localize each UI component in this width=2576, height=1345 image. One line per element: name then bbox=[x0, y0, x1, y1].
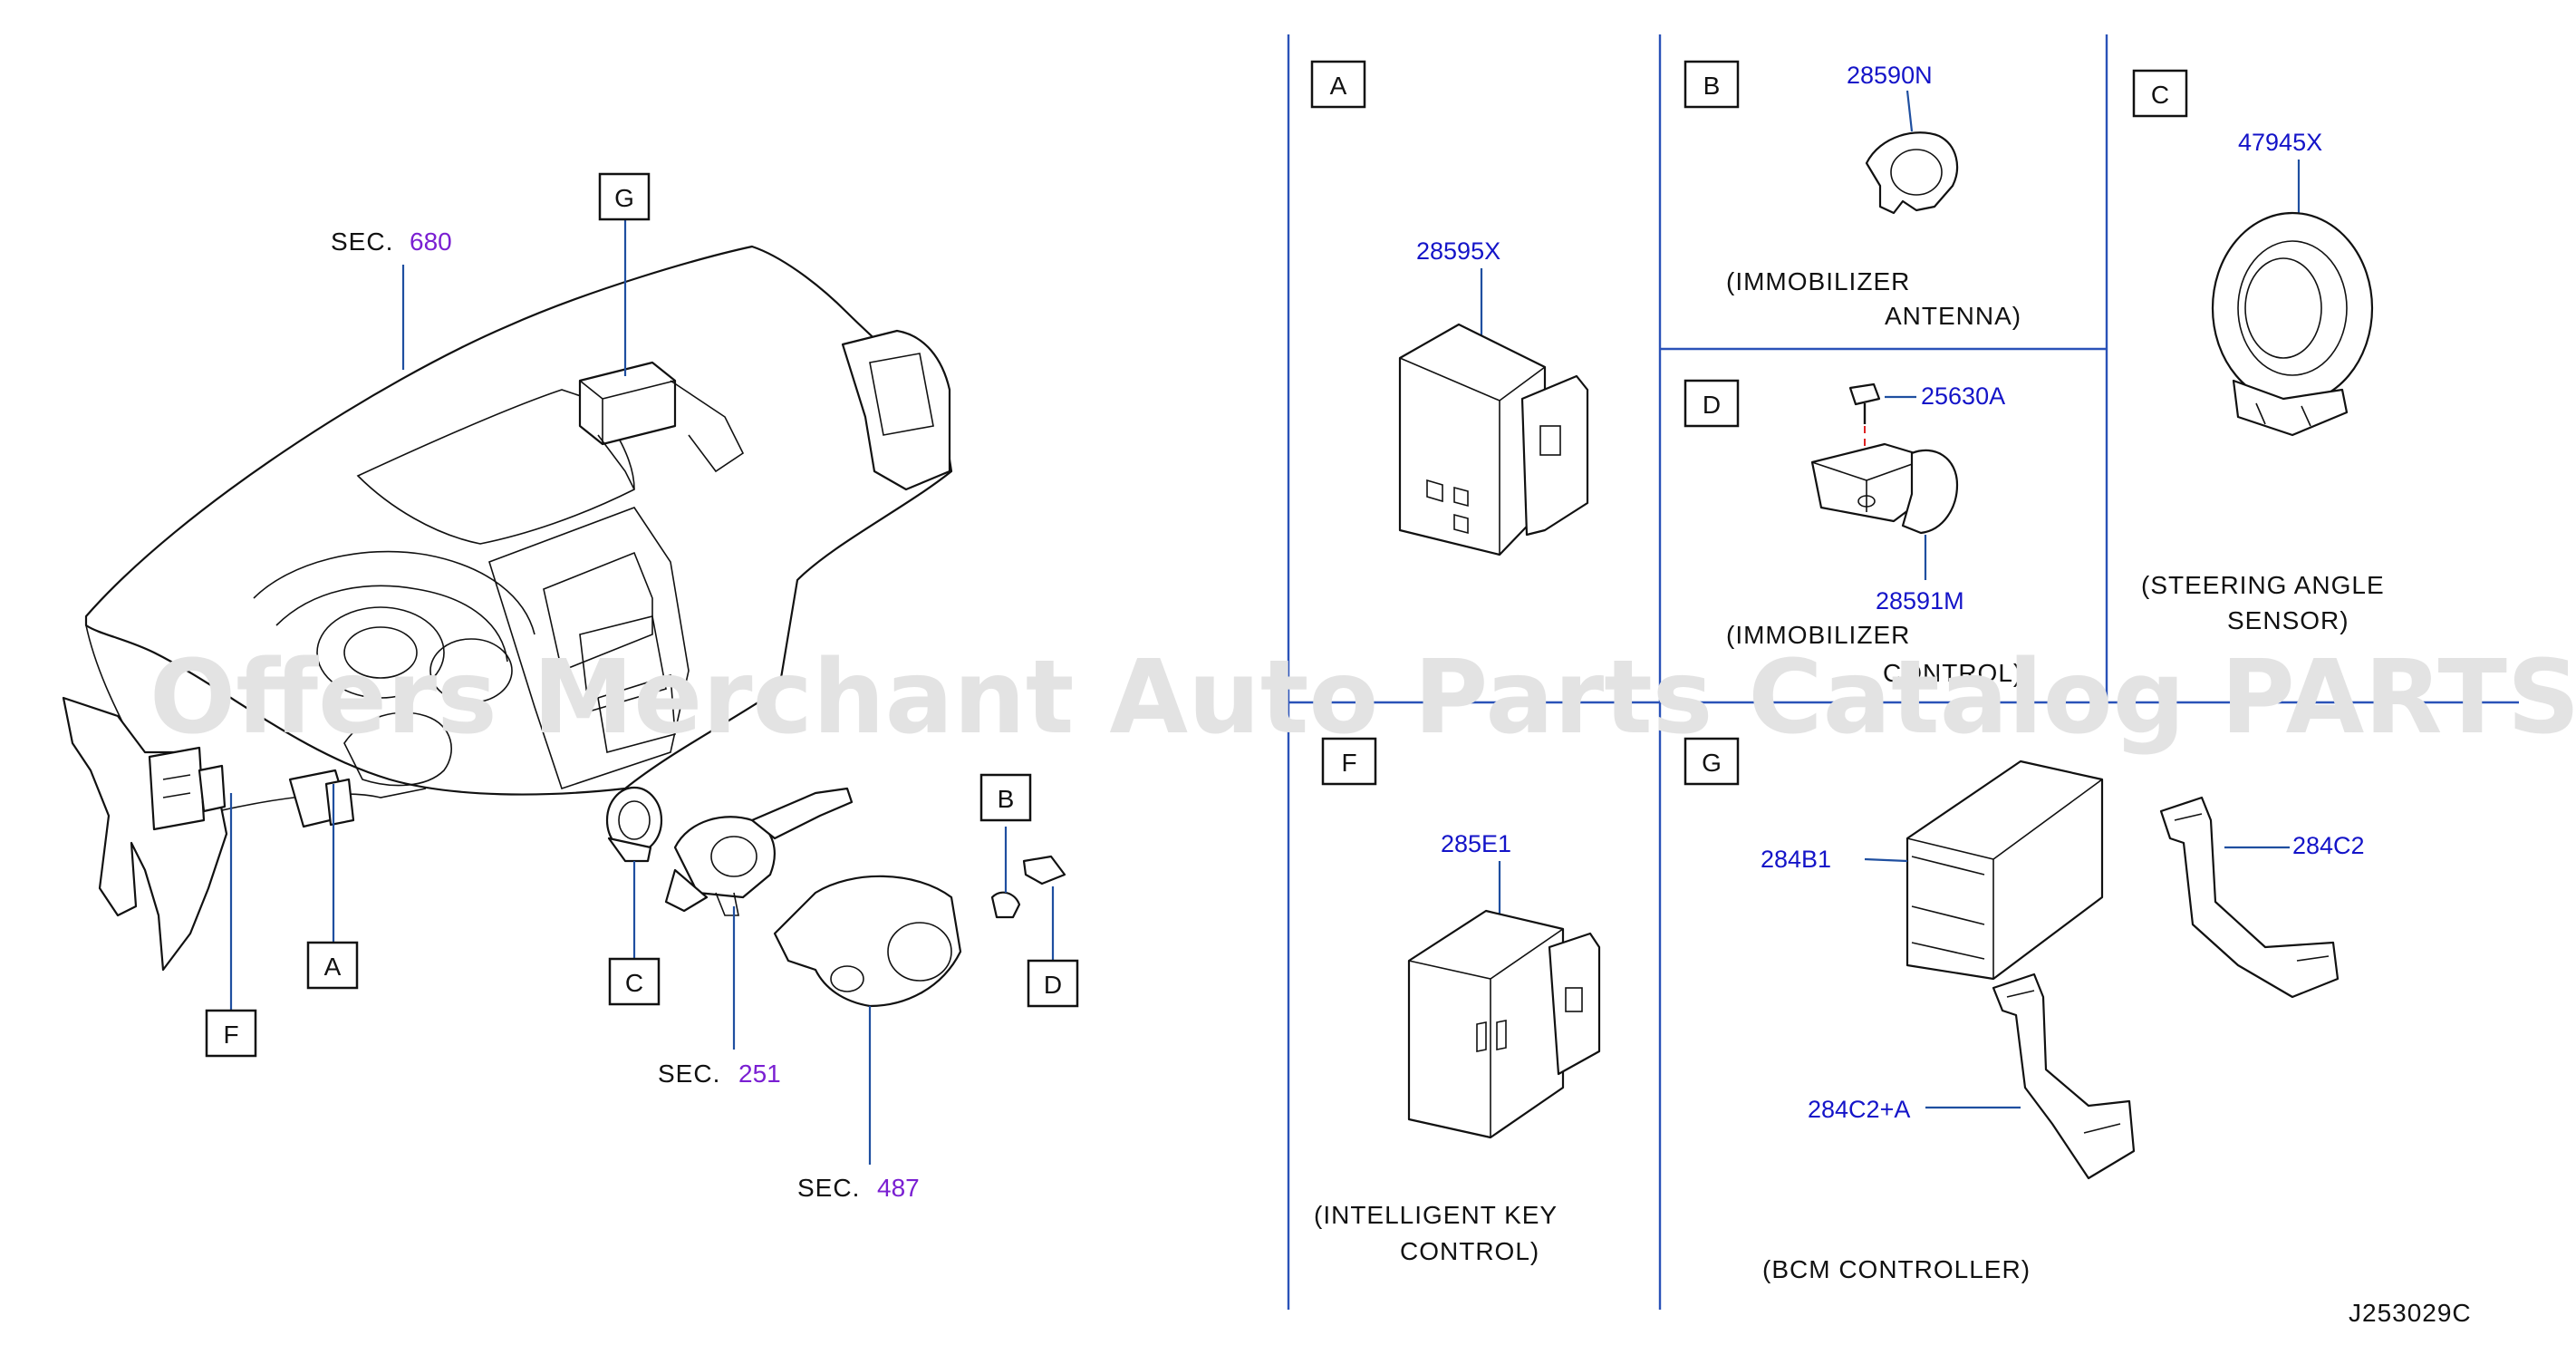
panel-f-letter: F bbox=[1341, 749, 1356, 777]
section-ref-251-number[interactable]: 251 bbox=[738, 1060, 781, 1088]
callout-d[interactable]: D bbox=[1027, 959, 1079, 1008]
svg-text:C: C bbox=[625, 969, 643, 997]
panel-g-caption: (BCM CONTROLLER) bbox=[1762, 1255, 2031, 1283]
panel-f: F 285E1 (INTELLIGENT KEY CONTROL) bbox=[1314, 737, 1601, 1265]
part-number-25630a[interactable]: 25630A bbox=[1921, 382, 2005, 410]
part-number-47945x[interactable]: 47945X bbox=[2238, 129, 2322, 156]
svg-text:D: D bbox=[1044, 971, 1062, 999]
panel-c: C 47945X (STEERING ANGLE SENSOR) bbox=[2132, 69, 2385, 634]
callout-b[interactable]: B bbox=[979, 773, 1032, 822]
watermark-text: Offers Merchant Auto Parts Catalog PARTS… bbox=[150, 639, 2576, 757]
panel-g-letter: G bbox=[1702, 749, 1722, 777]
callout-a[interactable]: A bbox=[306, 941, 359, 990]
panel-dividers bbox=[1287, 34, 2519, 1310]
panel-b: B 28590N (IMMOBILIZER ANTENNA) bbox=[1684, 60, 2021, 330]
part-number-284c2-a[interactable]: 284C2+A bbox=[1808, 1096, 1910, 1123]
svg-text:G: G bbox=[614, 184, 634, 212]
svg-text:B: B bbox=[998, 785, 1015, 813]
svg-text:F: F bbox=[223, 1021, 238, 1049]
panel-d-letter: D bbox=[1703, 391, 1721, 419]
part-number-28591m[interactable]: 28591M bbox=[1876, 587, 1964, 614]
part-number-28590n[interactable]: 28590N bbox=[1847, 62, 1933, 89]
panel-b-letter: B bbox=[1703, 72, 1721, 100]
part-number-284c2[interactable]: 284C2 bbox=[2292, 832, 2365, 859]
panel-d-caption-line2: CONTROL) bbox=[1883, 659, 2022, 687]
section-ref-251-prefix: SEC. bbox=[658, 1060, 720, 1088]
section-ref-680-prefix: SEC. bbox=[331, 227, 393, 256]
steering-column-parts bbox=[605, 786, 1066, 1008]
panel-a-letter-box bbox=[1310, 60, 1366, 109]
panel-f-caption-line2: CONTROL) bbox=[1400, 1237, 1539, 1265]
part-number-28595x[interactable]: 28595X bbox=[1416, 237, 1500, 265]
callout-c[interactable]: C bbox=[608, 957, 661, 1006]
panel-a-letter: A bbox=[1330, 72, 1347, 100]
part-number-285e1[interactable]: 285E1 bbox=[1441, 830, 1511, 857]
section-ref-487-number[interactable]: 487 bbox=[877, 1174, 920, 1202]
callout-g[interactable]: G bbox=[598, 172, 651, 221]
panel-c-caption-line2: SENSOR) bbox=[2227, 606, 2349, 634]
leader-lines-left bbox=[229, 219, 1055, 1165]
panel-b-caption-line2: ANTENNA) bbox=[1885, 302, 2021, 330]
panel-f-caption-line1: (INTELLIGENT KEY bbox=[1314, 1201, 1558, 1229]
panel-a: A 28595X bbox=[1310, 60, 1589, 556]
panel-g: G 284B1 284C2 284C2+A (BCM CONTROLLER) bbox=[1684, 737, 2365, 1283]
svg-text:A: A bbox=[324, 953, 342, 981]
panel-c-caption-line1: (STEERING ANGLE bbox=[2141, 571, 2385, 599]
part-number-284b1[interactable]: 284B1 bbox=[1761, 846, 1831, 873]
callout-f[interactable]: F bbox=[205, 1009, 257, 1058]
diagram-code: J253029C bbox=[2349, 1299, 2472, 1327]
section-ref-680-number[interactable]: 680 bbox=[410, 227, 452, 256]
panel-c-letter: C bbox=[2151, 81, 2169, 109]
panel-b-caption-line1: (IMMOBILIZER bbox=[1726, 267, 1910, 295]
dashboard-assembly-drawing bbox=[62, 245, 953, 972]
section-ref-487-prefix: SEC. bbox=[797, 1174, 860, 1202]
panel-d: D 25630A 28591M (IMMOBILIZER CONTROL) bbox=[1684, 379, 2022, 687]
panel-d-caption-line1: (IMMOBILIZER bbox=[1726, 621, 1910, 649]
